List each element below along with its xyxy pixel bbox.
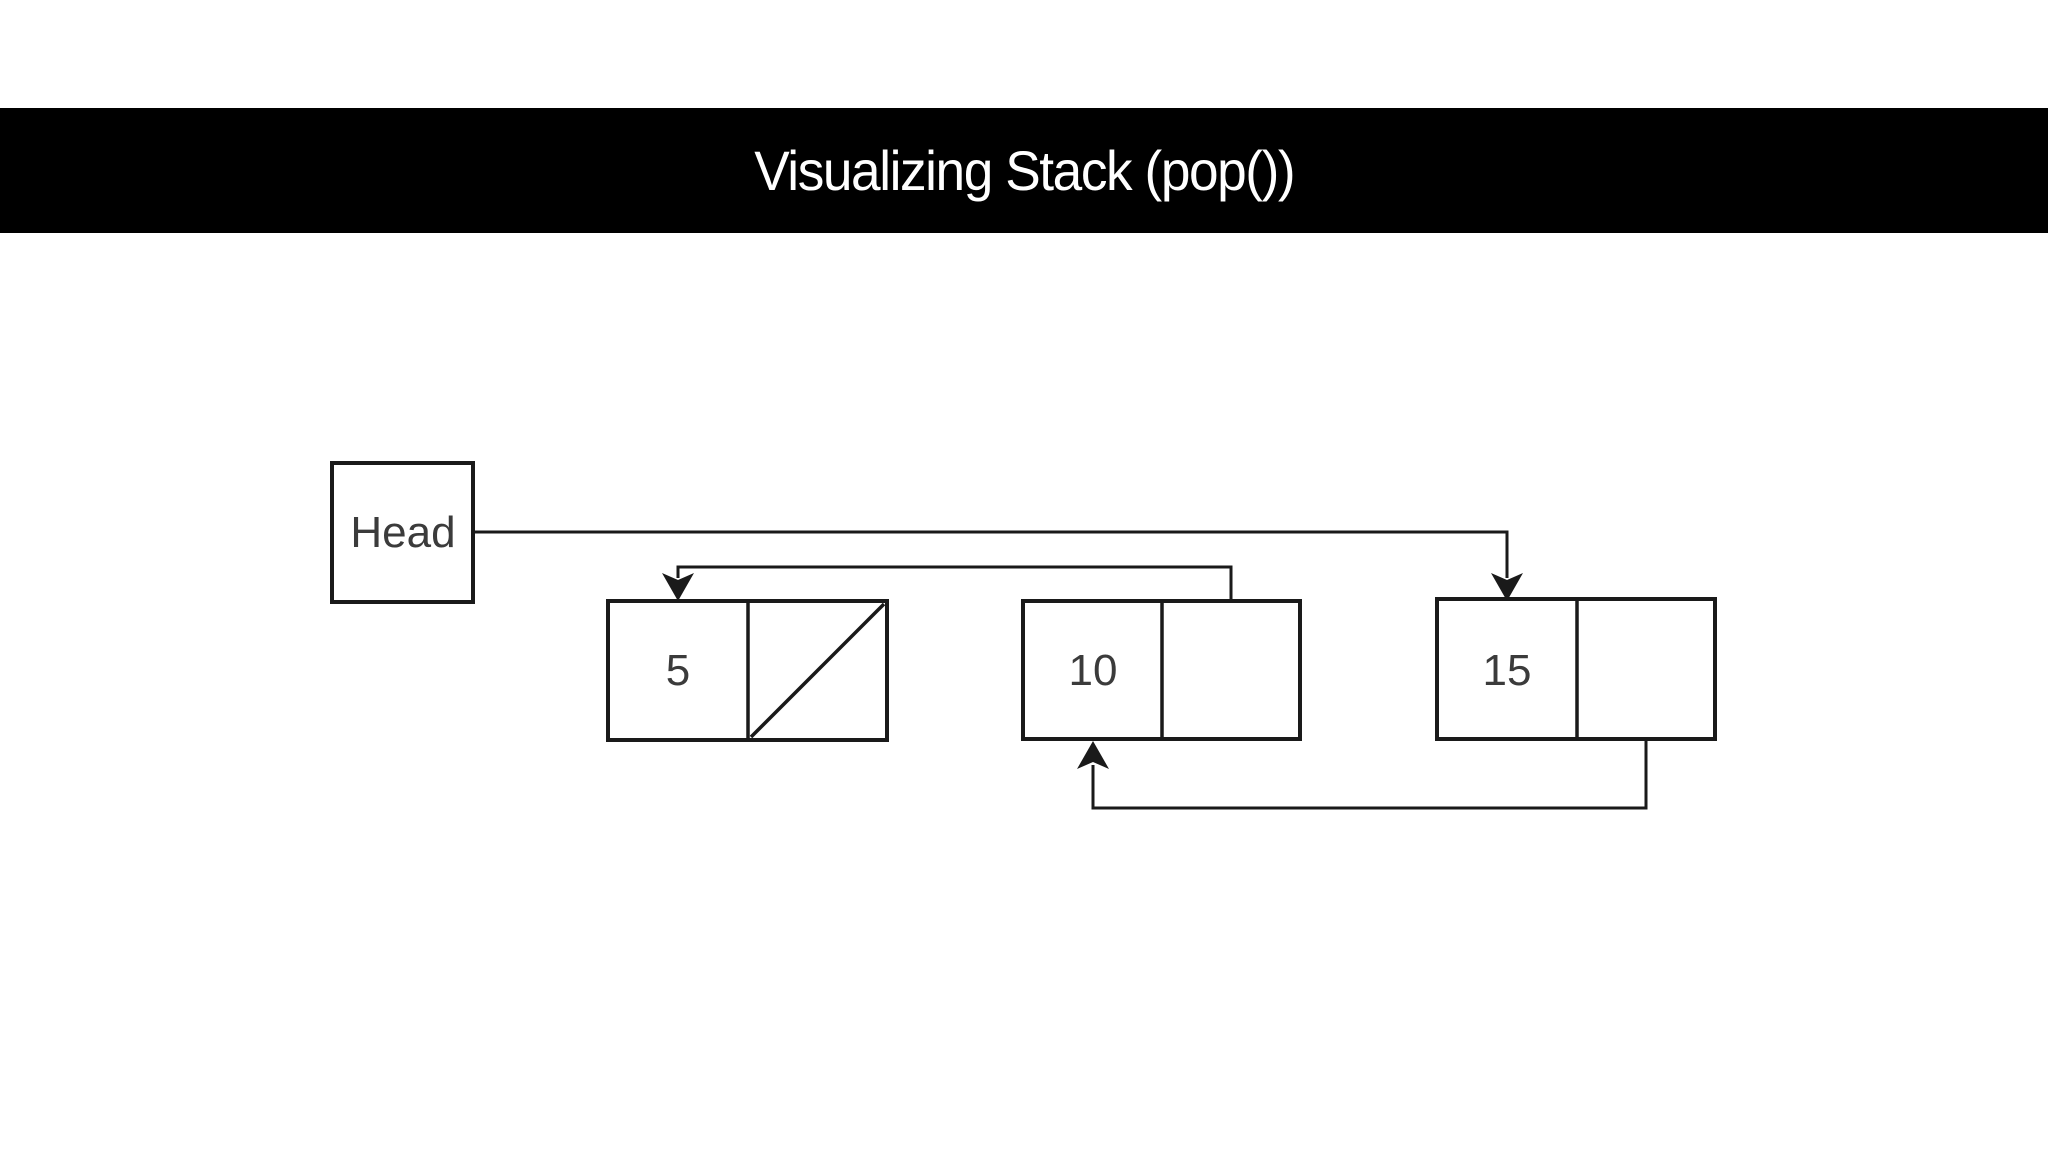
arrow-down-icon <box>1491 573 1523 601</box>
edge-node-10-to-node-5-line <box>676 565 1233 601</box>
head-label: Head <box>350 508 455 557</box>
node-5: 5 <box>606 599 889 742</box>
edge-node-10-to-node-5 <box>662 565 1233 601</box>
node-5-value: 5 <box>666 646 690 695</box>
edge-node-15-to-node-10-line <box>1091 739 1648 810</box>
node-15-value: 15 <box>1483 646 1532 695</box>
head-box-rect <box>330 461 475 604</box>
title-bar: Visualizing Stack (pop()) <box>0 108 2048 233</box>
arrow-down-icon <box>662 573 694 601</box>
slide-title: Visualizing Stack (pop()) <box>754 139 1295 202</box>
head-box: Head <box>330 461 475 604</box>
node-5-null-slash <box>749 602 886 739</box>
node-15: 15 <box>1435 597 1717 741</box>
node-10: 10 <box>1021 599 1302 741</box>
edge-head-to-node-15 <box>473 530 1523 601</box>
arrow-up-icon <box>1077 741 1109 769</box>
edge-node-15-to-node-10 <box>1077 739 1648 810</box>
node-10-value: 10 <box>1069 646 1118 695</box>
edge-head-to-node-15-line <box>473 530 1509 578</box>
